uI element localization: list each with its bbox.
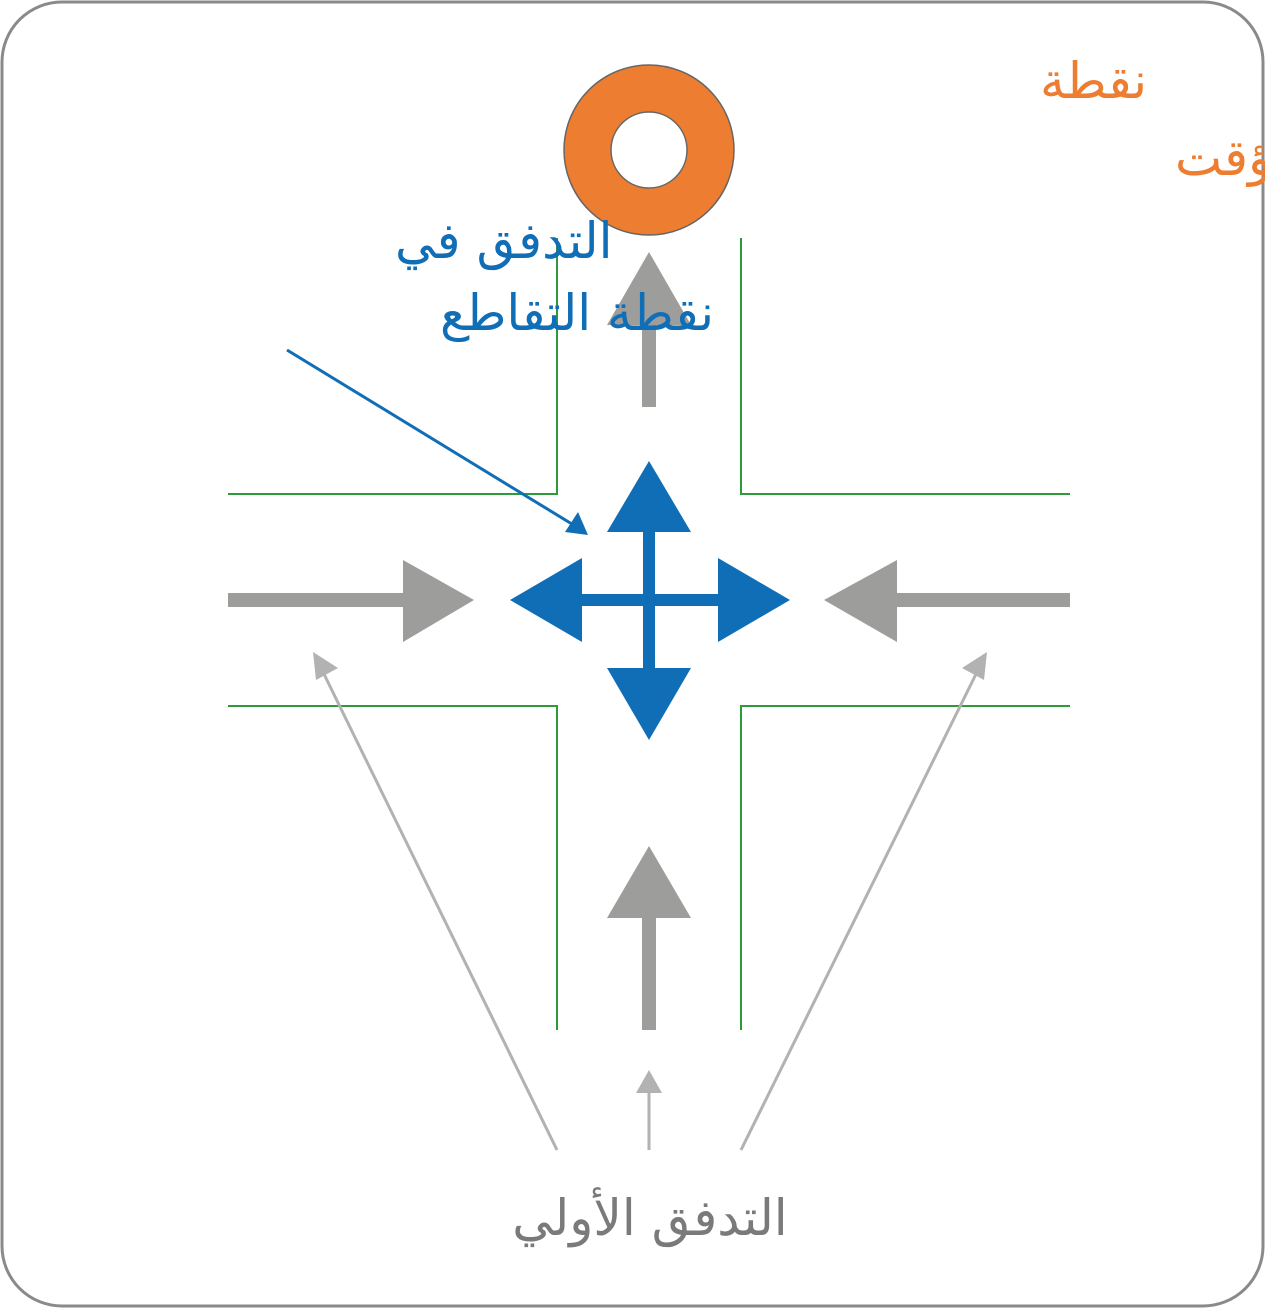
road-edge-top-left [228,238,558,495]
stop-point-label-line2: التوقف المؤقت [1175,129,1265,187]
initial-flow-pointers [313,652,987,1151]
road-edge-bottom-left [228,705,558,1030]
road-edge-top-right [740,238,1070,495]
arrow-up-top-icon [607,252,691,407]
arrow-up-bottom-icon [607,846,691,1030]
pointer-center-head-icon [636,1070,662,1093]
intersection-pointer-arrow [286,348,587,534]
stop-point-label-line1: نقطة [1040,52,1147,110]
pointer-arrowhead-icon [565,512,588,535]
arrow-right-icon [228,560,474,642]
intersection-flow-label-line1: التدفق في [395,212,613,270]
gray-flow-arrows [228,252,1070,1030]
arrow-left-icon [824,560,1070,642]
pointer-left-head-icon [313,652,338,680]
pointer-right-head-icon [962,652,987,680]
stop-point-icon [563,64,735,236]
intersection-flow-label-line2: نقطة التقاطع [440,284,714,343]
intersection-cross-arrows-icon [510,461,790,740]
initial-flow-label: التدفق الأولي [512,1187,787,1248]
